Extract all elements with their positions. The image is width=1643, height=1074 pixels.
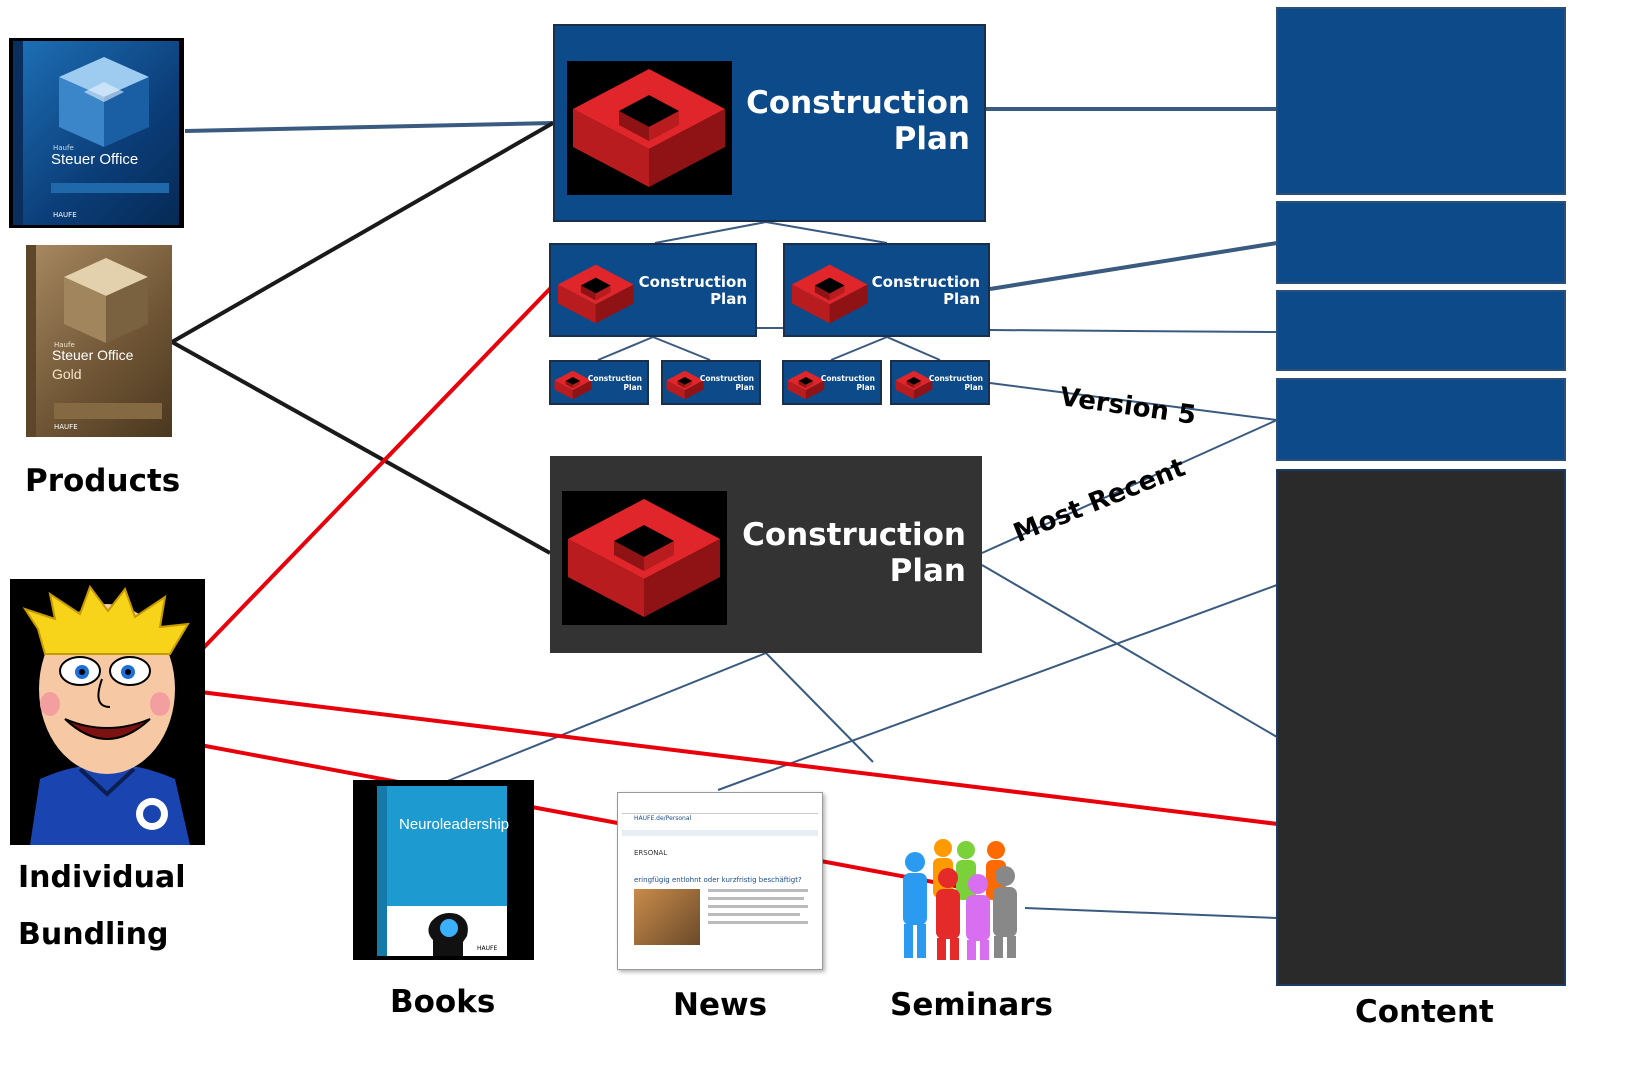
connector-product1-plan: [184, 121, 554, 133]
content-block-2: [1276, 201, 1566, 284]
content-block-recent: [1276, 469, 1566, 986]
content-label: Content: [1355, 994, 1494, 1030]
red-connector-2: [183, 688, 1344, 834]
product-maker: HAUFE: [53, 211, 77, 219]
red-connector-1: [182, 268, 570, 670]
product-box-steuer-office: Haufe Steuer Office HAUFE: [9, 38, 184, 228]
red-connector-3: [183, 740, 961, 889]
product-brand-small: Haufe: [53, 144, 74, 152]
plan-title-line2: Plan: [856, 382, 875, 392]
news-site-name: HAUFE.de/Personal: [634, 815, 692, 822]
books-label: Books: [390, 984, 496, 1020]
brick-wall-icon: [567, 61, 732, 195]
plan-title-line1: Construction: [638, 273, 747, 291]
connector-product2-recent: [171, 340, 551, 555]
seminars-label: Seminars: [890, 987, 1054, 1023]
plan-title-line2: Plan: [943, 290, 980, 309]
cube-logo-icon: [59, 57, 149, 147]
content-block-3: [1276, 290, 1566, 371]
brick-wall-icon: [665, 368, 705, 402]
brick-wall-icon: [553, 368, 593, 402]
book-maker: HAUFE: [477, 945, 498, 952]
products-label: Products: [25, 463, 181, 499]
construction-plan-small-4: Construction Plan: [890, 360, 990, 405]
plan-title-line1: Construction: [928, 374, 983, 383]
construction-plan-mid-left: Construction Plan: [549, 243, 757, 337]
bundling-label-line2: Bundling: [18, 917, 169, 952]
book-title: Neuroleadership: [399, 816, 510, 833]
brick-wall-icon: [894, 368, 934, 402]
connector-product2-plan: [171, 121, 554, 344]
plan-title-line1: Construction: [587, 374, 642, 383]
bundling-label-line1: Individual: [18, 860, 186, 895]
news-section: ERSONAL: [634, 849, 668, 857]
news-label: News: [673, 987, 768, 1023]
content-block-1: [1276, 7, 1566, 195]
plan-title-line1: Construction: [746, 85, 970, 121]
construction-plan-small-3: Construction Plan: [782, 360, 882, 405]
brick-wall-icon: [555, 260, 637, 328]
construction-plan-recent: Construction Plan: [550, 456, 982, 653]
plan-title-line2: Plan: [623, 382, 642, 392]
brain-head-icon: [428, 913, 468, 956]
individual-avatar: [10, 579, 205, 845]
plan-title-line2: Plan: [710, 290, 747, 309]
cartoon-face-icon: [22, 584, 190, 845]
plan-title-line1: Construction: [742, 517, 966, 553]
cube-logo-gold-icon: [64, 258, 148, 343]
plan-title-line1: Construction: [820, 374, 875, 383]
product-brand-small: Haufe: [54, 341, 75, 349]
content-block-4: [1276, 378, 1566, 461]
plan-title-line2: Plan: [889, 552, 966, 589]
brick-wall-icon: [786, 368, 826, 402]
product-edition: Gold: [52, 366, 82, 382]
construction-plan-small-2: Construction Plan: [661, 360, 761, 405]
construction-plan-mid-right: Construction Plan: [783, 243, 990, 337]
seminar-people-icon: [903, 839, 1017, 960]
product-name: Steuer Office: [51, 151, 139, 168]
plan-title-line2: Plan: [893, 120, 970, 157]
brick-wall-icon: [562, 491, 727, 625]
news-screenshot: HAUFE.de/Personal ERSONAL eringfügig ent…: [617, 792, 823, 970]
product-maker: HAUFE: [54, 423, 78, 431]
plan-title-line1: Construction: [871, 273, 980, 291]
brick-wall-icon: [789, 260, 871, 328]
product-box-steuer-office-gold: Haufe Steuer Office Gold HAUFE: [26, 245, 172, 437]
construction-plan-top: Construction Plan: [553, 24, 986, 222]
book-cover: Neuroleadership HAUFE: [353, 780, 534, 960]
plan-title-line2: Plan: [735, 382, 754, 392]
plan-title-line1: Construction: [699, 374, 754, 383]
plan-title-line2: Plan: [964, 382, 983, 392]
product-name: Steuer Office: [52, 347, 134, 363]
construction-plan-small-1: Construction Plan: [549, 360, 649, 405]
news-headline: eringfügig entlohnt oder kurzfristig bes…: [634, 876, 802, 884]
